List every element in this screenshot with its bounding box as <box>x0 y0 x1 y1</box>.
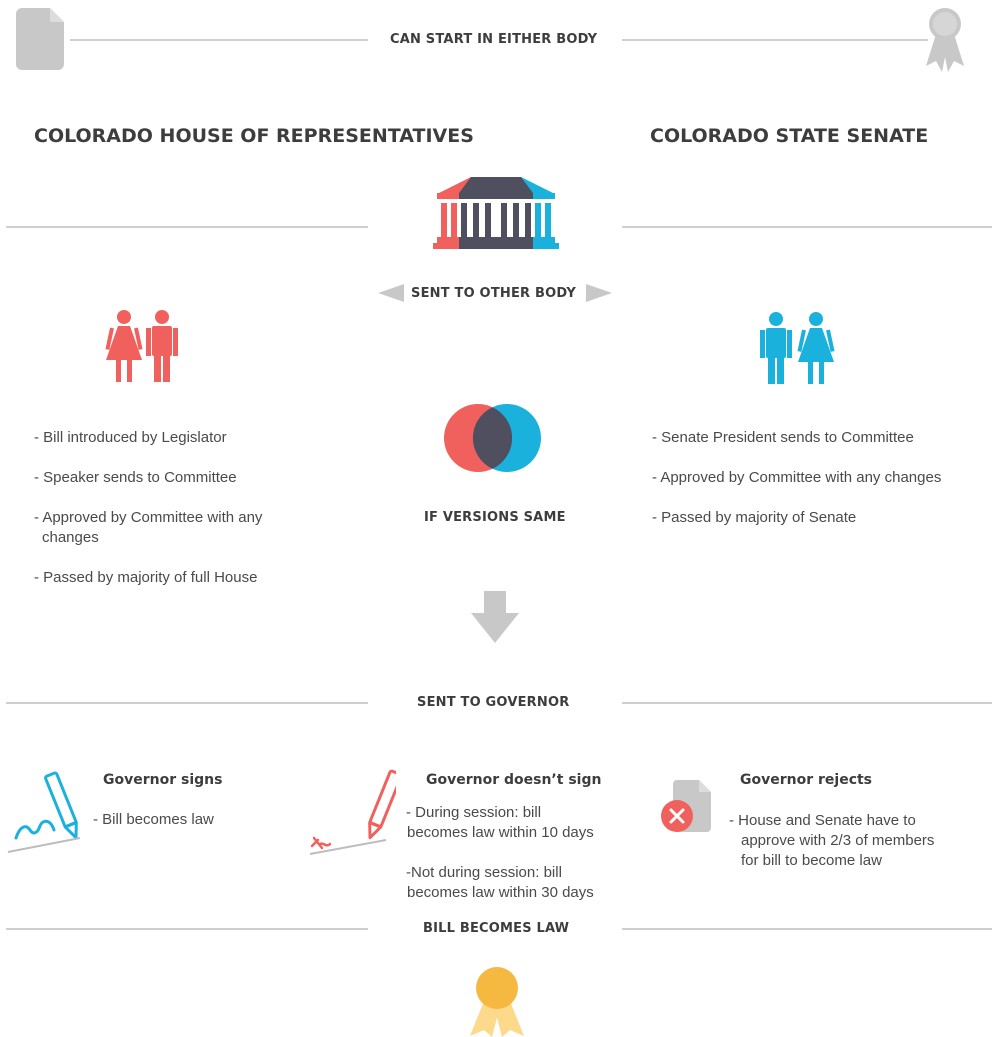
doesnt-sign-line-4: becomes law within 30 days <box>407 884 594 901</box>
house-members-icon <box>104 310 184 384</box>
rejects-line-1: - House and Senate have to <box>729 812 916 829</box>
capitol-left-divider <box>6 226 368 228</box>
governor-signs-title: Governor signs <box>103 772 223 788</box>
doesnt-sign-line-2: becomes law within 10 days <box>407 824 594 841</box>
senate-title: COLORADO STATE SENATE <box>650 125 929 147</box>
capitol-building-icon <box>433 175 559 251</box>
top-left-divider <box>70 39 368 41</box>
right-arrow-icon <box>586 284 612 302</box>
pen-sign-icon <box>6 768 82 856</box>
governor-rejects-title: Governor rejects <box>740 772 873 788</box>
rejects-line-3: for bill to become law <box>741 852 882 869</box>
house-step-4: - Passed by majority of full House <box>34 569 258 586</box>
top-right-divider <box>622 39 928 41</box>
senate-steps: - Senate President sends to Committee - … <box>652 428 992 548</box>
bill-becomes-law-label: BILL BECOMES LAW <box>423 921 570 936</box>
house-step-3: - Approved by Committee with any <box>34 509 263 526</box>
start-label: CAN START IN EITHER BODY <box>390 32 598 47</box>
senate-step-3: - Passed by majority of Senate <box>652 509 857 526</box>
document-icon <box>16 8 64 70</box>
venn-overlap-icon <box>444 403 542 473</box>
rejected-document-icon <box>659 780 715 836</box>
senate-members-icon <box>758 312 838 386</box>
ribbon-award-icon <box>924 6 966 74</box>
down-arrow-icon <box>471 591 519 643</box>
governor-signs-text: - Bill becomes law <box>93 811 214 828</box>
sent-to-governor-label: SENT TO GOVERNOR <box>417 695 570 710</box>
house-title: COLORADO HOUSE OF REPRESENTATIVES <box>34 125 474 147</box>
law-left-divider <box>6 928 368 930</box>
gold-award-icon <box>456 966 538 1037</box>
governor-left-divider <box>6 702 368 704</box>
governor-doesnt-sign-text: - During session: bill becomes law withi… <box>406 803 646 903</box>
senate-step-2: - Approved by Committee with any changes <box>652 469 942 486</box>
left-arrow-icon <box>378 284 404 302</box>
doesnt-sign-line-1: - During session: bill <box>406 804 542 821</box>
capitol-right-divider <box>622 226 992 228</box>
house-step-3-cont: changes <box>42 529 99 546</box>
governor-doesnt-sign-title: Governor doesn’t sign <box>426 772 602 788</box>
house-steps: - Bill introduced by Legislator - Speake… <box>34 428 334 608</box>
house-step-2: - Speaker sends to Committee <box>34 469 237 486</box>
rejects-line-2: approve with 2/3 of members <box>741 832 935 849</box>
if-versions-same-label: IF VERSIONS SAME <box>424 510 566 525</box>
doesnt-sign-line-3: -Not during session: bill <box>406 864 562 881</box>
senate-step-1: - Senate President sends to Committee <box>652 429 914 446</box>
sent-to-other-body-label: SENT TO OTHER BODY <box>411 286 576 301</box>
governor-right-divider <box>622 702 992 704</box>
house-step-1: - Bill introduced by Legislator <box>34 429 227 446</box>
governor-rejects-text: - House and Senate have to approve with … <box>729 811 991 871</box>
pen-no-sign-icon <box>306 768 396 860</box>
law-right-divider <box>622 928 992 930</box>
